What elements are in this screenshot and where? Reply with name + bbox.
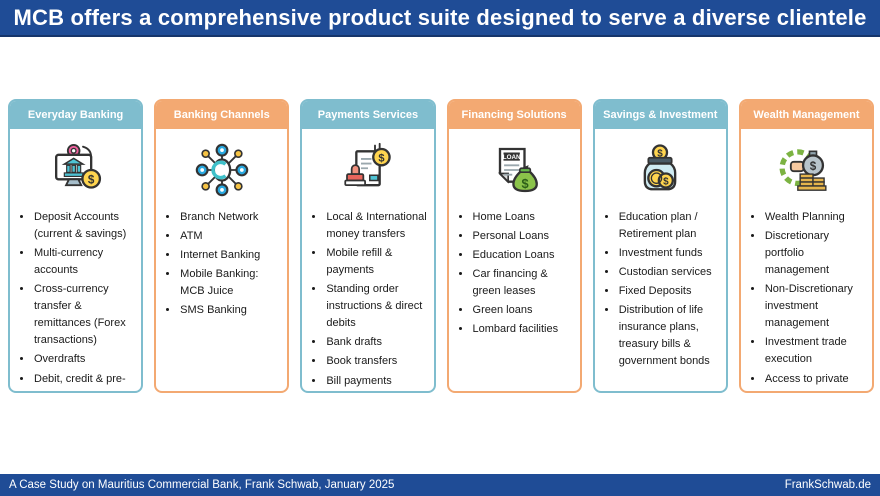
list-item: Wealth Planning [764, 209, 866, 226]
footer-website-text: FrankSchwab.de [784, 479, 871, 491]
svg-text:LOAN: LOAN [503, 154, 521, 161]
svg-text:$: $ [522, 176, 529, 191]
card-payments-services: Payments Services $ Local & Internationa… [300, 99, 436, 393]
svg-text:$: $ [658, 149, 664, 160]
card-banking-channels: Banking Channels [154, 99, 290, 393]
list-item: Distribution of life insurance plans, tr… [618, 302, 720, 370]
loan-money-bag-icon: LOAN $ [455, 137, 574, 203]
payment-document-icon: $ [308, 137, 427, 203]
list-item: Bill payments [325, 373, 427, 390]
card-title: Wealth Management [740, 101, 873, 130]
card-title: Savings & Investment [594, 101, 726, 130]
list-item: Internet Banking [179, 247, 281, 264]
banking-network-icon [162, 137, 281, 203]
product-cards: Everyday Banking $ [0, 99, 880, 393]
card-item-list: Branch NetworkATM Internet BankingMobile … [162, 209, 281, 319]
list-item: Book transfers [325, 353, 427, 370]
list-item: SMS Banking [179, 302, 281, 319]
svg-text:$: $ [810, 160, 817, 173]
list-item: Custodian services [618, 264, 720, 281]
slide-title: MCB offers a comprehensive product suite… [0, 0, 880, 37]
card-everyday-banking: Everyday Banking $ [8, 99, 144, 393]
list-item: Non-Discretionary investment management [764, 281, 866, 332]
list-item: ATM [179, 228, 281, 245]
list-item: Standing order instructions & direct deb… [325, 281, 427, 332]
list-item: Education plan / Retirement plan [618, 209, 720, 243]
card-title: Everyday Banking [10, 101, 142, 130]
list-item: Home Loans [472, 209, 574, 226]
list-item: Fixed Deposits [618, 283, 720, 300]
card-wealth-management: Wealth Management $ [738, 99, 875, 393]
card-item-list: Deposit Accounts (current & savings)Mult… [16, 209, 135, 391]
list-item: Access to private equity groups and deal… [764, 371, 866, 391]
footer-bar: A Case Study on Mauritius Commercial Ban… [0, 474, 880, 496]
list-item: Education Loans [472, 247, 574, 264]
list-item: Investment funds [618, 245, 720, 262]
card-title: Financing Solutions [448, 101, 580, 130]
wealth-management-icon: $ [747, 137, 866, 203]
svg-text:$: $ [378, 153, 384, 165]
card-item-list: Home LoansPersonal LoansEducation LoansC… [455, 209, 574, 338]
card-title: Banking Channels [156, 101, 288, 130]
list-item: Cross-currency transfer & remittances (F… [33, 281, 135, 349]
card-title: Payments Services [302, 101, 434, 130]
online-banking-icon: $ [16, 137, 135, 203]
list-item: Multi-currency accounts [33, 245, 135, 279]
list-item: Green loans [472, 302, 574, 319]
svg-text:$: $ [663, 177, 669, 188]
card-financing-solutions: Financing Solutions LOAN $ Home LoansPer… [446, 99, 582, 393]
svg-text:$: $ [88, 174, 95, 187]
card-item-list: Wealth PlanningDiscretionary portfolio m… [747, 209, 866, 391]
list-item: Local & International money transfers [325, 209, 427, 243]
card-savings-investment: Savings & Investment $ $ Education plan … [592, 99, 728, 393]
list-item: Overdrafts [33, 351, 135, 368]
list-item: Personal Loans [472, 228, 574, 245]
card-item-list: Local & International money transfersMob… [308, 209, 427, 389]
card-item-list: Education plan / Retirement planInvestme… [601, 209, 720, 370]
list-item: Mobile Banking: MCB Juice [179, 266, 281, 300]
list-item: Branch Network [179, 209, 281, 226]
list-item: Discretionary portfolio management [764, 228, 866, 279]
list-item: Lombard facilities [472, 321, 574, 338]
list-item: Mobile refill & payments [325, 245, 427, 279]
list-item: Debit, credit & pre-paid cards [33, 371, 135, 391]
savings-jar-icon: $ $ [601, 137, 720, 203]
list-item: Investment trade execution [764, 334, 866, 368]
list-item: Deposit Accounts (current & savings) [33, 209, 135, 243]
list-item: Car financing & green leases [472, 266, 574, 300]
list-item: Bank drafts [325, 334, 427, 351]
footer-source-text: A Case Study on Mauritius Commercial Ban… [9, 479, 395, 491]
